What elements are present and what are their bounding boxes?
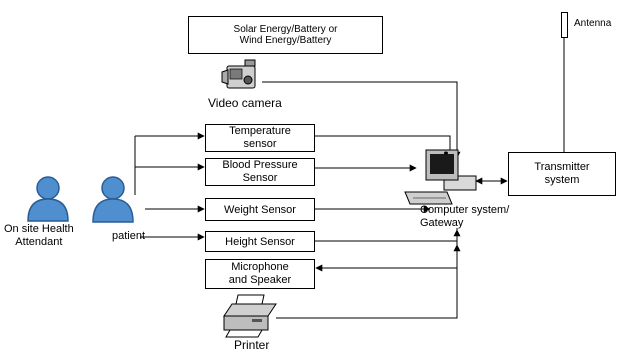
computer-gateway-label: Computer system/ Gateway (420, 204, 510, 229)
video-camera-label: Video camera (208, 96, 282, 110)
height-sensor-box: Height Sensor (205, 231, 315, 252)
attendant-person-icon (27, 176, 69, 222)
weight-sensor-box: Weight Sensor (205, 198, 315, 221)
printer-icon (223, 294, 277, 338)
video-camera-icon (221, 59, 256, 89)
printer-to-computer-line (276, 244, 461, 319)
transmitter-system-box: Transmitter system (508, 152, 616, 196)
printer-label: Printer (234, 338, 270, 352)
temperature-sensor-box: Temperature sensor (205, 124, 315, 152)
computer-to-microphone-line (315, 228, 458, 272)
camera-to-computer-line (262, 81, 461, 159)
microphone-speaker-box: Microphone and Speaker (205, 259, 315, 289)
patient-label: patient (112, 230, 146, 242)
power-source-box: Solar Energy/Battery or Wind Energy/Batt… (188, 16, 383, 54)
antenna-icon (561, 12, 568, 38)
antenna-label: Antenna (574, 18, 612, 29)
blood-pressure-sensor-box: Blood Pressure Sensor (205, 158, 315, 186)
attendant-label: On site Health Attendant (4, 223, 74, 248)
computer-icon (404, 149, 477, 205)
height-to-computer-line (314, 229, 461, 242)
patient-person-icon (92, 176, 134, 223)
